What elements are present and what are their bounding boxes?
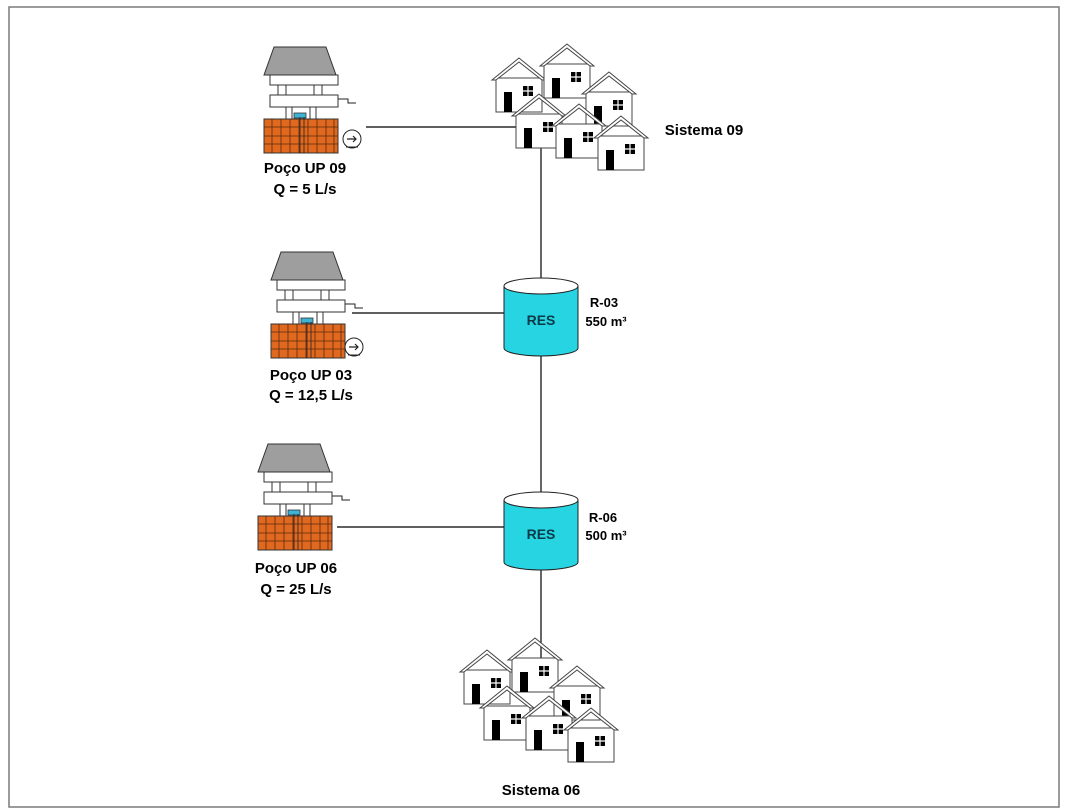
pump-icon (342, 129, 362, 149)
well-up09-flow: Q = 5 L/s (274, 181, 337, 198)
reservoir-r03-id: R-03 (590, 295, 618, 310)
house-cluster-icon (459, 637, 619, 763)
well-icon (263, 46, 357, 154)
well-up09: Poço UP 09 Q = 5 L/s (263, 46, 362, 198)
sistema09: Sistema 09 (491, 43, 743, 171)
sistema06: Sistema 06 (459, 637, 619, 799)
house-cluster-icon (491, 43, 649, 171)
reservoir-r06-id: R-06 (589, 510, 617, 525)
well-up06-flow: Q = 25 L/s (260, 581, 331, 598)
diagram-frame (8, 6, 1060, 808)
reservoir-r03-volume: 550 m³ (585, 314, 627, 329)
well-up09-name: Poço UP 09 (264, 160, 346, 177)
well-up03-name: Poço UP 03 (270, 367, 352, 384)
well-up06-name: Poço UP 06 (255, 560, 337, 577)
well-icon (257, 443, 351, 551)
reservoir-r06-tag: RES (527, 526, 556, 542)
well-up03-flow: Q = 12,5 L/s (269, 387, 353, 404)
sistema06-label: Sistema 06 (502, 782, 580, 799)
well-up03: Poço UP 03 Q = 12,5 L/s (269, 251, 364, 404)
well-up06: Poço UP 06 Q = 25 L/s (255, 443, 351, 598)
reservoir-r03-tag: RES (527, 312, 556, 328)
reservoir-r03: RES R-03 550 m³ (503, 277, 627, 357)
reservoir-r06-volume: 500 m³ (585, 528, 627, 543)
pump-icon (344, 337, 364, 357)
sistema09-label: Sistema 09 (665, 122, 743, 139)
reservoir-r06: RES R-06 500 m³ (503, 491, 627, 571)
